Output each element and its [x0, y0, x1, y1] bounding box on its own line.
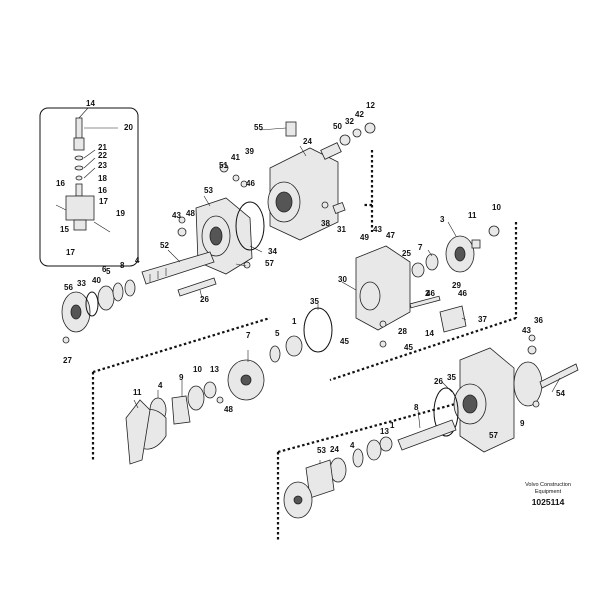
part-callout-40: 40 [92, 276, 101, 285]
part-callout-43: 43 [522, 326, 531, 335]
part-callout-4: 4 [350, 441, 355, 450]
part-callout-36: 36 [534, 316, 543, 325]
part-callout-41: 41 [231, 153, 240, 162]
part-callout-50: 50 [333, 122, 342, 131]
part-callout-37: 37 [478, 315, 487, 324]
part-callout-30: 30 [338, 275, 347, 284]
alignment-dashes-bottom-diag [277, 398, 471, 454]
part-callout-32: 32 [345, 117, 354, 126]
part-callout-1: 1 [292, 317, 297, 326]
part-callout-16: 16 [56, 179, 65, 188]
left-bearing-stack [61, 279, 136, 344]
part-callout-48: 48 [186, 209, 195, 218]
part-callout-16: 16 [98, 186, 107, 195]
part-callout-55: 55 [254, 123, 263, 132]
part-callout-38: 38 [321, 219, 330, 228]
part-callout-31: 31 [337, 225, 346, 234]
part-callout-47: 47 [386, 231, 395, 240]
alignment-dashes-left-diag [92, 316, 271, 374]
part-callout-43: 43 [172, 211, 181, 220]
part-callout-11: 11 [468, 211, 477, 220]
callout-leaders [78, 107, 561, 464]
part-callout-17: 17 [99, 197, 108, 206]
part-callout-14: 14 [425, 329, 434, 338]
diagram-caption: Volvo Construction Equipment 1025114 [506, 482, 590, 507]
part-callout-8: 8 [120, 261, 125, 270]
part-callout-51: 51 [219, 161, 228, 170]
part-callout-22: 22 [98, 151, 107, 160]
part-callout-6: 6 [102, 265, 107, 274]
part-callout-46: 46 [246, 179, 255, 188]
part-callout-20: 20 [124, 123, 133, 132]
part-callout-57: 57 [489, 431, 498, 440]
part-callout-13: 13 [210, 365, 219, 374]
part-callout-33: 33 [77, 279, 86, 288]
part-callout-2: 2 [425, 289, 430, 298]
part-callout-25: 25 [402, 249, 411, 258]
alignment-dashes-top-right [362, 150, 374, 207]
part-callout-17: 17 [66, 248, 75, 257]
lower-housing-group [433, 334, 579, 453]
part-callout-49: 49 [360, 233, 369, 242]
part-callout-54: 54 [556, 389, 565, 398]
lower-shaft-group [283, 419, 457, 519]
part-callout-14: 14 [86, 99, 95, 108]
part-callout-3: 3 [440, 215, 445, 224]
middle-rotor-group [125, 335, 303, 465]
part-callout-5: 5 [275, 329, 280, 338]
part-callout-18: 18 [98, 174, 107, 183]
part-callout-52: 52 [160, 241, 169, 250]
part-callout-23: 23 [98, 161, 107, 170]
caption-diagram-code: 1025114 [531, 497, 565, 507]
part-callout-24: 24 [303, 137, 312, 146]
part-callout-9: 9 [520, 419, 525, 428]
part-callout-29: 29 [452, 281, 461, 290]
caption-company-line1: Volvo Construction [525, 482, 571, 488]
part-callout-53: 53 [204, 186, 213, 195]
part-callout-4: 4 [158, 381, 163, 390]
part-callout-7: 7 [246, 331, 251, 340]
part-callout-26: 26 [434, 377, 443, 386]
part-callout-11: 11 [133, 388, 142, 397]
part-callout-1: 1 [390, 421, 395, 430]
part-callout-8: 8 [414, 403, 419, 412]
part-callout-53: 53 [317, 446, 326, 455]
part-callout-39: 39 [245, 147, 254, 156]
part-callout-9: 9 [179, 373, 184, 382]
part-callout-13: 13 [380, 427, 389, 436]
part-callout-35: 35 [310, 297, 319, 306]
part-callout-5: 5 [106, 267, 111, 276]
part-callout-4: 4 [135, 256, 140, 265]
part-callout-46: 46 [458, 289, 467, 298]
upper-housing-group [219, 121, 376, 241]
part-callout-10: 10 [492, 203, 501, 212]
part-callout-19: 19 [116, 209, 125, 218]
part-callout-35: 35 [447, 373, 456, 382]
inset-frame [39, 107, 139, 267]
part-callout-46: 46 [426, 289, 435, 298]
part-callout-45: 45 [404, 343, 413, 352]
part-callout-27: 27 [63, 356, 72, 365]
drive-shaft-upper [141, 251, 217, 297]
part-callout-57: 57 [265, 259, 274, 268]
part-callout-34: 34 [268, 247, 277, 256]
caption-company-line2: Equipment [534, 488, 562, 495]
callout-labels: 1420212223181616151717195524124250325141… [56, 99, 565, 455]
part-callout-7: 7 [418, 243, 423, 252]
part-callout-24: 24 [330, 445, 339, 454]
part-callout-43: 43 [373, 225, 382, 234]
part-callout-56: 56 [64, 283, 73, 292]
part-callout-26: 26 [200, 295, 209, 304]
part-callout-12: 12 [366, 101, 375, 110]
part-callout-21: 21 [98, 143, 107, 152]
part-callout-28: 28 [398, 327, 407, 336]
part-callout-45: 45 [340, 337, 349, 346]
part-callout-48: 48 [224, 405, 233, 414]
part-callout-42: 42 [355, 110, 364, 119]
part-callout-15: 15 [60, 225, 69, 234]
part-callout-10: 10 [193, 365, 202, 374]
